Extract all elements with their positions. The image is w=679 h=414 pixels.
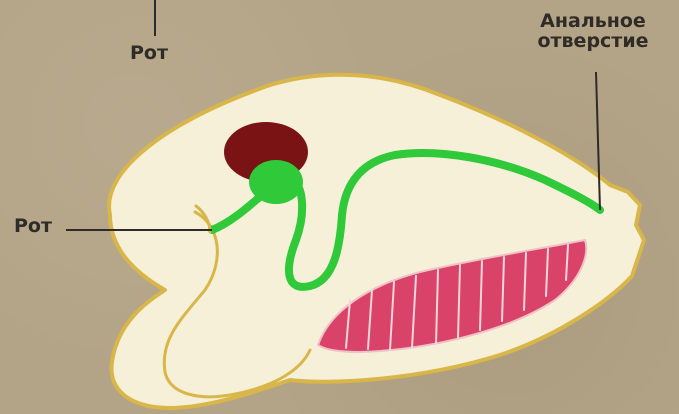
body-outline	[109, 75, 644, 408]
label-anus-line1: Анальное	[512, 12, 674, 32]
label-mouth-top: Рот	[130, 44, 168, 64]
label-anus: Анальное отверстие	[512, 12, 674, 52]
label-mouth-side: Рот	[14, 217, 52, 237]
label-anus-line2: отверстие	[512, 32, 674, 52]
